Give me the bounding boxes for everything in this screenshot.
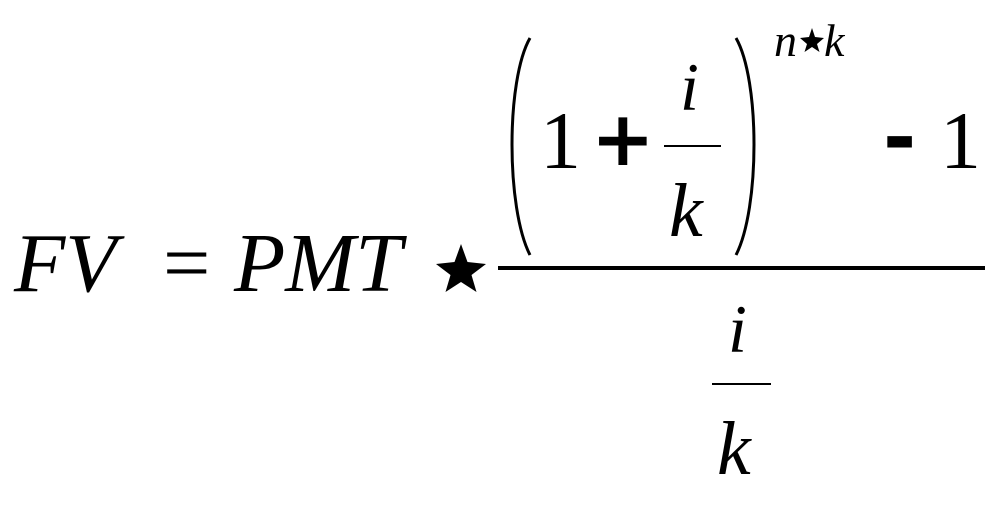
plus-sign: + (591, 94, 655, 183)
numerator-one: 1 (540, 95, 581, 186)
right-paren-icon (734, 37, 756, 256)
equals-sign: = (163, 217, 210, 310)
minus-one: 1 (940, 95, 981, 186)
left-paren-icon (510, 37, 532, 256)
pmt-symbol: PMT (233, 217, 407, 310)
denominator-i: i (728, 291, 747, 367)
exponent-k: k (824, 15, 846, 66)
inner-i: i (680, 49, 699, 125)
exponent-star-icon: * (800, 28, 824, 52)
fv-symbol: FV (13, 217, 125, 310)
denominator-k: k (717, 407, 752, 491)
inner-k: k (669, 169, 704, 253)
times-star-icon: * (436, 244, 486, 292)
minus-sign: - (883, 91, 916, 184)
exponent-n: n (774, 15, 797, 66)
